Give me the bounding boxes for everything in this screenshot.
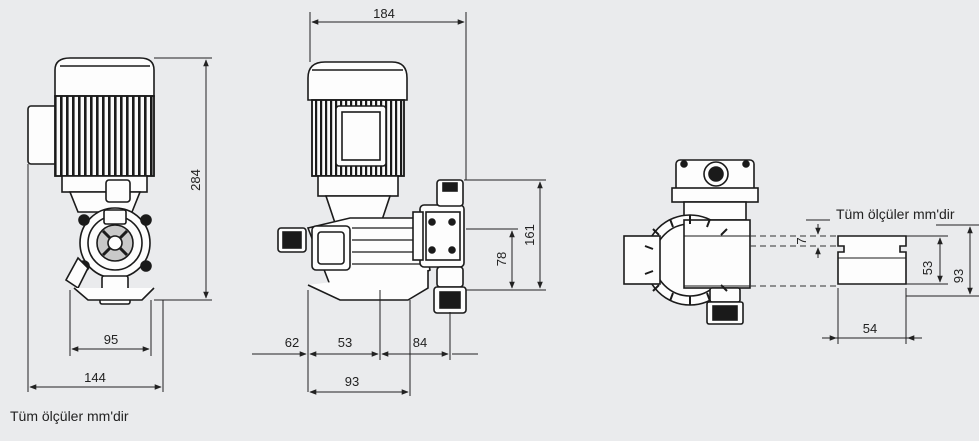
dim-side-left-offset: 62	[285, 335, 299, 350]
units-note-top: Tüm ölçüler mm'dir	[836, 206, 955, 222]
side-view-dimensions	[252, 12, 546, 396]
projection-lines	[750, 235, 836, 287]
dim-side-base-inner: 53	[338, 335, 352, 350]
dim-bracket-slot: 7	[794, 237, 809, 244]
bracket-dimensions	[806, 219, 979, 344]
dim-side-inlet-height: 78	[494, 252, 509, 266]
units-note-bottom: Tüm ölçüler mm'dir	[10, 408, 129, 424]
dim-side-base-total: 93	[345, 374, 359, 389]
gear-teeth	[644, 215, 728, 305]
dim-side-total-width: 184	[373, 6, 395, 21]
dim-side-outlet-height: 161	[522, 224, 537, 246]
pump-top-view	[623, 159, 759, 325]
front-view-dimensions	[27, 57, 212, 392]
dim-front-total-width: 144	[84, 370, 106, 385]
dim-bracket-width: 54	[863, 321, 877, 336]
mounting-bracket	[837, 235, 907, 285]
dim-bracket-inner-height: 53	[920, 261, 935, 275]
pump-front-view	[27, 57, 155, 305]
dim-front-height: 284	[188, 169, 203, 191]
dim-side-right-offset: 84	[413, 335, 427, 350]
dim-bracket-total-height: 93	[951, 269, 966, 283]
dim-front-inner-width: 95	[104, 332, 118, 347]
pump-side-view	[277, 61, 467, 314]
